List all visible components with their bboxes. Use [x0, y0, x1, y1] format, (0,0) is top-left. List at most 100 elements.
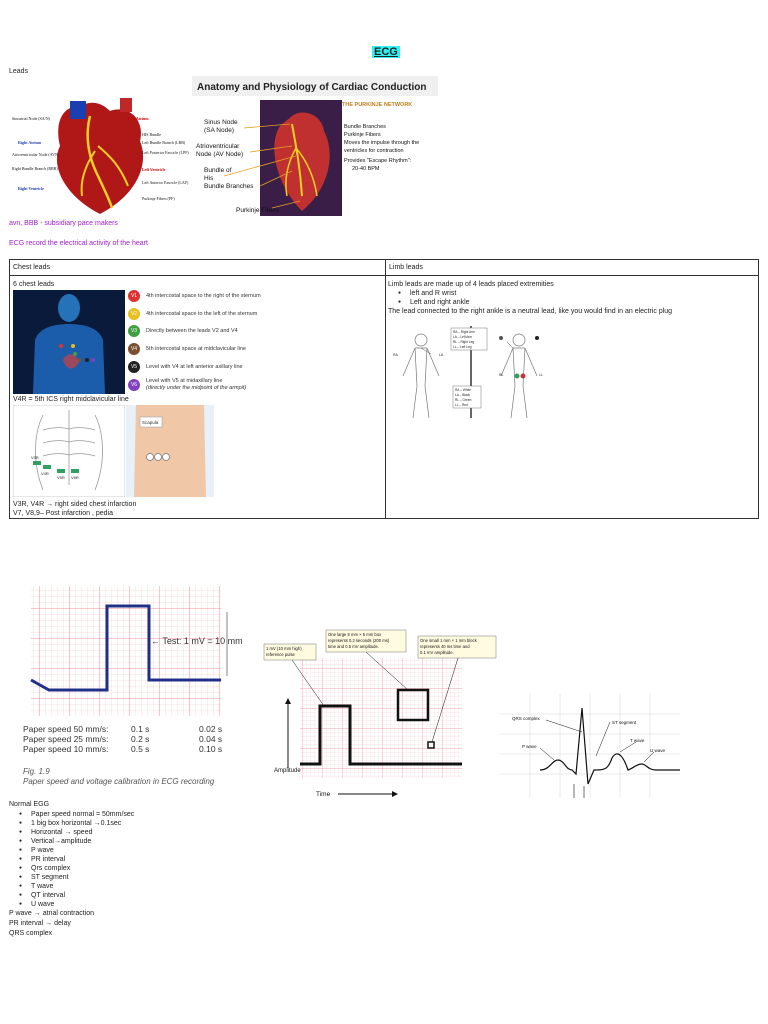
- cal-row-3-v1: 0.5 s: [131, 744, 149, 754]
- figure-ra: RA: [393, 353, 399, 357]
- wave-label-t: T wave: [630, 738, 645, 743]
- label-left-ventricle: Left Ventricle: [142, 167, 166, 172]
- wave-label-u: U wave: [650, 748, 666, 753]
- limb-note: The lead connected to the right ankle is…: [388, 308, 673, 315]
- cal-row-2-label: Paper speed 25 mm/s:: [23, 734, 109, 744]
- chest-leads-header: Chest leads: [10, 260, 385, 276]
- page-title: ECG: [372, 46, 400, 58]
- cal-row-1-v2: 0.02 s: [199, 724, 222, 734]
- label-purkinje-fibers: Purkinje Fibers: [236, 207, 280, 214]
- test-label: ← Test: 1 mV = 10 mm: [151, 636, 243, 646]
- box3-line1: One small 1 mm × 1 mm block: [420, 638, 478, 643]
- lead-v5-desc: Level with V4 at left anterior axillary …: [146, 363, 243, 370]
- note-bullet-3: Horizontal → speed: [9, 828, 134, 837]
- purkinje-bullet-3-line1: Moves the impulse through the: [344, 140, 419, 146]
- normal-ecg-heading: Normal EGG: [9, 801, 50, 808]
- label-bundle-branches: Bundle Branches: [204, 183, 254, 190]
- cardiac-conduction-anatomy-diagram: Anatomy and Physiology of Cardiac Conduc…: [192, 76, 438, 218]
- label-left-atrium: Left Atrium: [128, 116, 149, 121]
- label-laf: Left Anterior Fascicle (LAF): [142, 180, 189, 185]
- lead-v3-marker: V3: [128, 325, 140, 337]
- label-avn: Atrioventricular Node (AVN): [12, 152, 60, 157]
- lead-v6-desc: Level with V5 at midaxillary line (direc…: [146, 378, 246, 392]
- label-bundle-of: Bundle of: [204, 167, 232, 174]
- box2-line3: time and 0.5 mV amplitude.: [328, 644, 379, 649]
- cal-row-3-label: Paper speed 10 mm/s:: [23, 744, 109, 754]
- legend1-item-2: LA – Left Arm: [453, 335, 472, 339]
- label-v6r: V6R: [71, 475, 79, 480]
- label-sinus-node: Sinus Node: [204, 119, 238, 126]
- ecg-grid-diagram: Amplitude Time 1 mV (10 mm high) referen…: [263, 629, 497, 798]
- cal-row-1-v1: 0.1 s: [131, 724, 149, 734]
- figure-ll: LL: [539, 373, 543, 377]
- note-bullet-10: QT interval: [9, 891, 134, 900]
- leads-label: Leads: [9, 68, 29, 75]
- fig-number: Fig. 1.9: [23, 767, 50, 776]
- note-bullet-8: ST segment: [9, 873, 134, 882]
- normal-ecg-notes: Normal EGG Paper speed normal = 50mm/sec…: [9, 800, 134, 939]
- label-v5r: V5R: [57, 475, 65, 480]
- label-right-ventricle: Right Ventricle: [18, 186, 44, 191]
- label-v4r: V4R: [41, 471, 49, 476]
- limb-intro: Limb leads are made up of 4 leads placed…: [388, 281, 554, 288]
- lead-v4-marker: V4: [128, 343, 140, 355]
- lead-v1-desc: 4th intercostal space to the right of th…: [146, 292, 261, 299]
- lead-v2-marker: V2: [128, 308, 140, 320]
- purkinje-network-title: THE PURKINJE NETWORK: [342, 102, 412, 108]
- purkinje-bullet-2: Purkinje Fibers: [344, 132, 381, 138]
- leads-table: Chest leads Limb leads 6 chest leads V1 …: [9, 259, 759, 519]
- box3-line2: represents 40 ms time and: [420, 644, 470, 649]
- note-line-3: QRS complex: [9, 930, 53, 937]
- limb-content: Limb leads are made up of 4 leads placed…: [388, 280, 758, 316]
- label-rbb: Right Bundle Branch (RBB): [12, 166, 58, 171]
- limb-bullet-1: left and R wrist: [388, 289, 758, 298]
- wave-label-st: ST segment: [612, 720, 637, 725]
- note-bullet-7: Qrs complex: [9, 864, 134, 873]
- lead-v3-row: V3 Directly between the leads V2 and V4: [128, 325, 238, 337]
- figure-rl: RL: [499, 373, 504, 377]
- label-v3r: V3R: [31, 455, 39, 460]
- chest-count-label: 6 chest leads: [13, 281, 55, 288]
- lead-v2-row: V2 4th intercostal space to the left of …: [128, 308, 257, 320]
- note-pacemakers: avn, BBB - subsidiary pace makers: [9, 220, 118, 227]
- lead-v2-desc: 4th intercostal space to the left of the…: [146, 310, 258, 317]
- note-line-2: PR interval → delay: [9, 920, 71, 927]
- wave-label-qrs: QRS complex: [512, 716, 541, 721]
- back-leads-figure: Scapula: [126, 405, 214, 497]
- heart-conduction-diagram: Sinoatrial Node (SA/N) Left Atrium Right…: [10, 96, 190, 218]
- label-sa-node-2: (SA Node): [204, 127, 234, 134]
- chest-footer-1: V3R, V4R → right sided chest infarction: [13, 501, 137, 508]
- note-bullet-2: 1 big box horizontal →0.1sec: [9, 819, 134, 828]
- label-right-atrium: Right Atrium: [18, 140, 42, 145]
- label-av-node: Node (AV Node): [196, 151, 243, 158]
- calibration-figure: ← Test: 1 mV = 10 mm Paper speed 50 mm/s…: [9, 578, 261, 790]
- note-bullet-11: U wave: [9, 900, 134, 909]
- cal-row-1-label: Paper speed 50 mm/s:: [23, 724, 109, 734]
- legend2-item-4: LL – Red: [455, 403, 468, 407]
- box1-line1: 1 mV (10 mm high): [266, 646, 302, 651]
- ecg-waveform-diagram: QRS complex ST segment P wave T wave U w…: [500, 694, 680, 798]
- label-sa-node: Sinoatrial Node (SA/N): [12, 116, 51, 121]
- cal-row-2-v1: 0.2 s: [131, 734, 149, 744]
- conduction-diagram-title: Anatomy and Physiology of Cardiac Conduc…: [197, 82, 426, 93]
- label-lbb: Left Bundle Branch (LBB): [142, 140, 186, 145]
- cal-row-2-v2: 0.04 s: [199, 734, 222, 744]
- legend2-item-1: RA – White: [455, 388, 471, 392]
- purkinje-bullet-1: Bundle Branches: [344, 124, 386, 130]
- lead-v1-marker: V1: [128, 290, 140, 302]
- lead-v5-marker: V5: [128, 361, 140, 373]
- note-bullet-6: PR interval: [9, 855, 134, 864]
- lead-v4-desc: 5th intercostal space at midclavicular l…: [146, 345, 246, 352]
- label-lpf: Left Posterior Fascicle (LPF): [142, 150, 189, 155]
- legend2-item-3: RL – Green: [455, 398, 472, 402]
- cal-row-3-v2: 0.10 s: [199, 744, 222, 754]
- right-chest-leads-figure: V3R V4R V5R V6R: [13, 405, 125, 497]
- lead-v5-row: V5 Level with V4 at left anterior axilla…: [128, 361, 243, 373]
- limb-leads-header: Limb leads: [386, 260, 759, 276]
- limb-bullet-2: Left and right ankle: [388, 298, 758, 307]
- legend2-item-2: LA – Black: [455, 393, 470, 397]
- box2-line1: One large 5 mm × 5 mm box: [328, 632, 382, 637]
- chest-lead-placement-figure: [13, 290, 125, 394]
- note-bullet-1: Paper speed normal = 50mm/sec: [9, 810, 134, 819]
- lead-v6-marker: V6: [128, 379, 140, 391]
